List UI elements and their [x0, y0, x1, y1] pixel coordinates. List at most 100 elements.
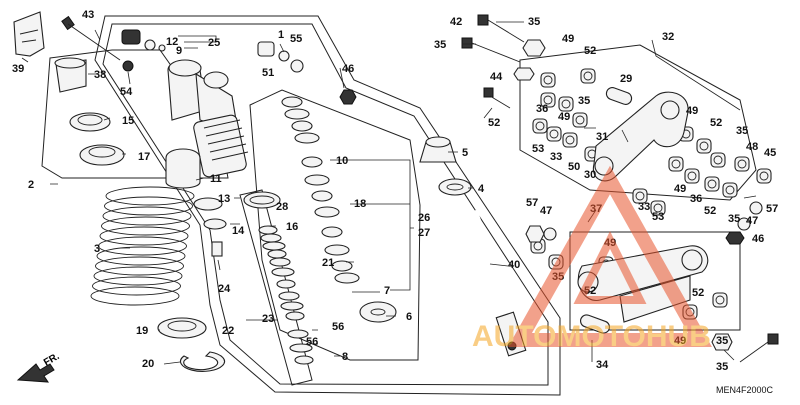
piston-disc — [301, 156, 323, 168]
part-bolt-35c — [739, 333, 779, 363]
bearing — [540, 92, 556, 108]
piston-disc — [324, 244, 350, 256]
part-ring-28 — [243, 191, 281, 209]
shim — [262, 241, 286, 251]
spring-coil — [101, 216, 190, 236]
spring-coil — [99, 226, 189, 246]
callout-23: 23 — [262, 313, 274, 325]
bearing — [632, 188, 648, 204]
part-nut-35a — [522, 39, 546, 57]
shim — [271, 267, 295, 277]
piston-disc — [304, 174, 330, 186]
callout-35: 35 — [528, 16, 540, 28]
front-arrow-icon — [16, 363, 55, 383]
callout-8: 8 — [342, 351, 348, 363]
callout-47: 47 — [540, 205, 552, 217]
callout-4: 4 — [478, 183, 485, 195]
piston-disc — [331, 260, 353, 272]
piston-disc — [334, 272, 360, 284]
part-shim-stack — [258, 225, 314, 365]
callout-53: 53 — [652, 211, 664, 223]
spring-coil — [93, 266, 183, 286]
part-locknut-15 — [69, 112, 111, 132]
spring-coil — [104, 196, 193, 216]
bearing — [710, 152, 726, 168]
callout-24: 24 — [218, 283, 231, 295]
callout-35: 35 — [728, 213, 740, 225]
callout-40: 40 — [508, 259, 520, 271]
callout-49: 49 — [674, 183, 686, 195]
part-57b — [749, 201, 763, 215]
part-ring-20 — [179, 351, 226, 372]
spring-coil — [105, 186, 195, 206]
callout-15: 15 — [122, 115, 134, 127]
bearing — [756, 168, 772, 184]
part-57a — [525, 225, 545, 243]
callout-16: 16 — [286, 221, 298, 233]
main-frame-inner — [102, 23, 549, 386]
callout-28: 28 — [276, 201, 288, 213]
spring-coil — [98, 236, 187, 256]
shim — [280, 301, 304, 311]
watermark-triangle-icon — [508, 165, 712, 347]
callout-49: 49 — [562, 33, 574, 45]
part-12 — [121, 29, 141, 45]
part-bolt-40 — [477, 14, 525, 43]
callout-44: 44 — [490, 71, 503, 83]
callout-54: 54 — [120, 86, 133, 98]
main-frame-outer — [94, 15, 561, 396]
shim — [276, 279, 296, 289]
part-collar-29 — [605, 87, 633, 105]
callout-18: 18 — [354, 198, 366, 210]
callout-46: 46 — [342, 63, 354, 75]
bearing — [650, 200, 666, 216]
callout-33: 33 — [638, 201, 650, 213]
part-nut-46 — [339, 89, 357, 105]
callout-13: 13 — [218, 193, 230, 205]
callout-30: 30 — [584, 169, 596, 181]
damper-frame — [249, 89, 421, 361]
bearing — [532, 118, 548, 134]
part-nut-46b — [725, 231, 745, 245]
group-frames — [41, 15, 757, 396]
callout-52: 52 — [710, 117, 722, 129]
bearing — [668, 156, 684, 172]
bearing — [734, 156, 750, 172]
bearing — [704, 176, 720, 192]
callout-46: 46 — [752, 233, 764, 245]
callout-22: 22 — [222, 325, 234, 337]
callout-48: 48 — [746, 141, 758, 153]
callout-12: 12 — [166, 36, 178, 48]
callout-1: 1 — [278, 29, 284, 41]
part-rubber-11 — [165, 148, 201, 189]
part-nut-35d — [711, 333, 733, 351]
shim — [285, 311, 305, 321]
part-adjuster-17 — [79, 144, 125, 166]
rod-frame — [569, 231, 741, 331]
callout-57: 57 — [766, 203, 778, 215]
bearing — [712, 292, 728, 308]
callout-9: 9 — [176, 45, 182, 57]
callout-14: 14 — [232, 225, 245, 237]
part-seal-5 — [438, 178, 472, 196]
bearing — [540, 72, 556, 88]
part-ring-14 — [203, 218, 227, 230]
shim — [267, 249, 287, 259]
piston-disc — [291, 120, 313, 132]
shim — [269, 257, 291, 267]
part-cap-7 — [359, 301, 397, 323]
callout-43: 43 — [82, 9, 94, 21]
bearing — [546, 126, 562, 142]
part-washer-1 — [278, 50, 290, 62]
callout-20: 20 — [142, 358, 154, 370]
bearing — [562, 132, 578, 148]
spring-parts-frame — [239, 189, 313, 386]
shim — [287, 329, 309, 339]
callout-35: 35 — [578, 95, 590, 107]
part-bolt-42 — [461, 37, 521, 63]
callout-45: 45 — [764, 147, 776, 159]
callout-17: 17 — [138, 151, 150, 163]
leader-lines — [21, 21, 757, 365]
